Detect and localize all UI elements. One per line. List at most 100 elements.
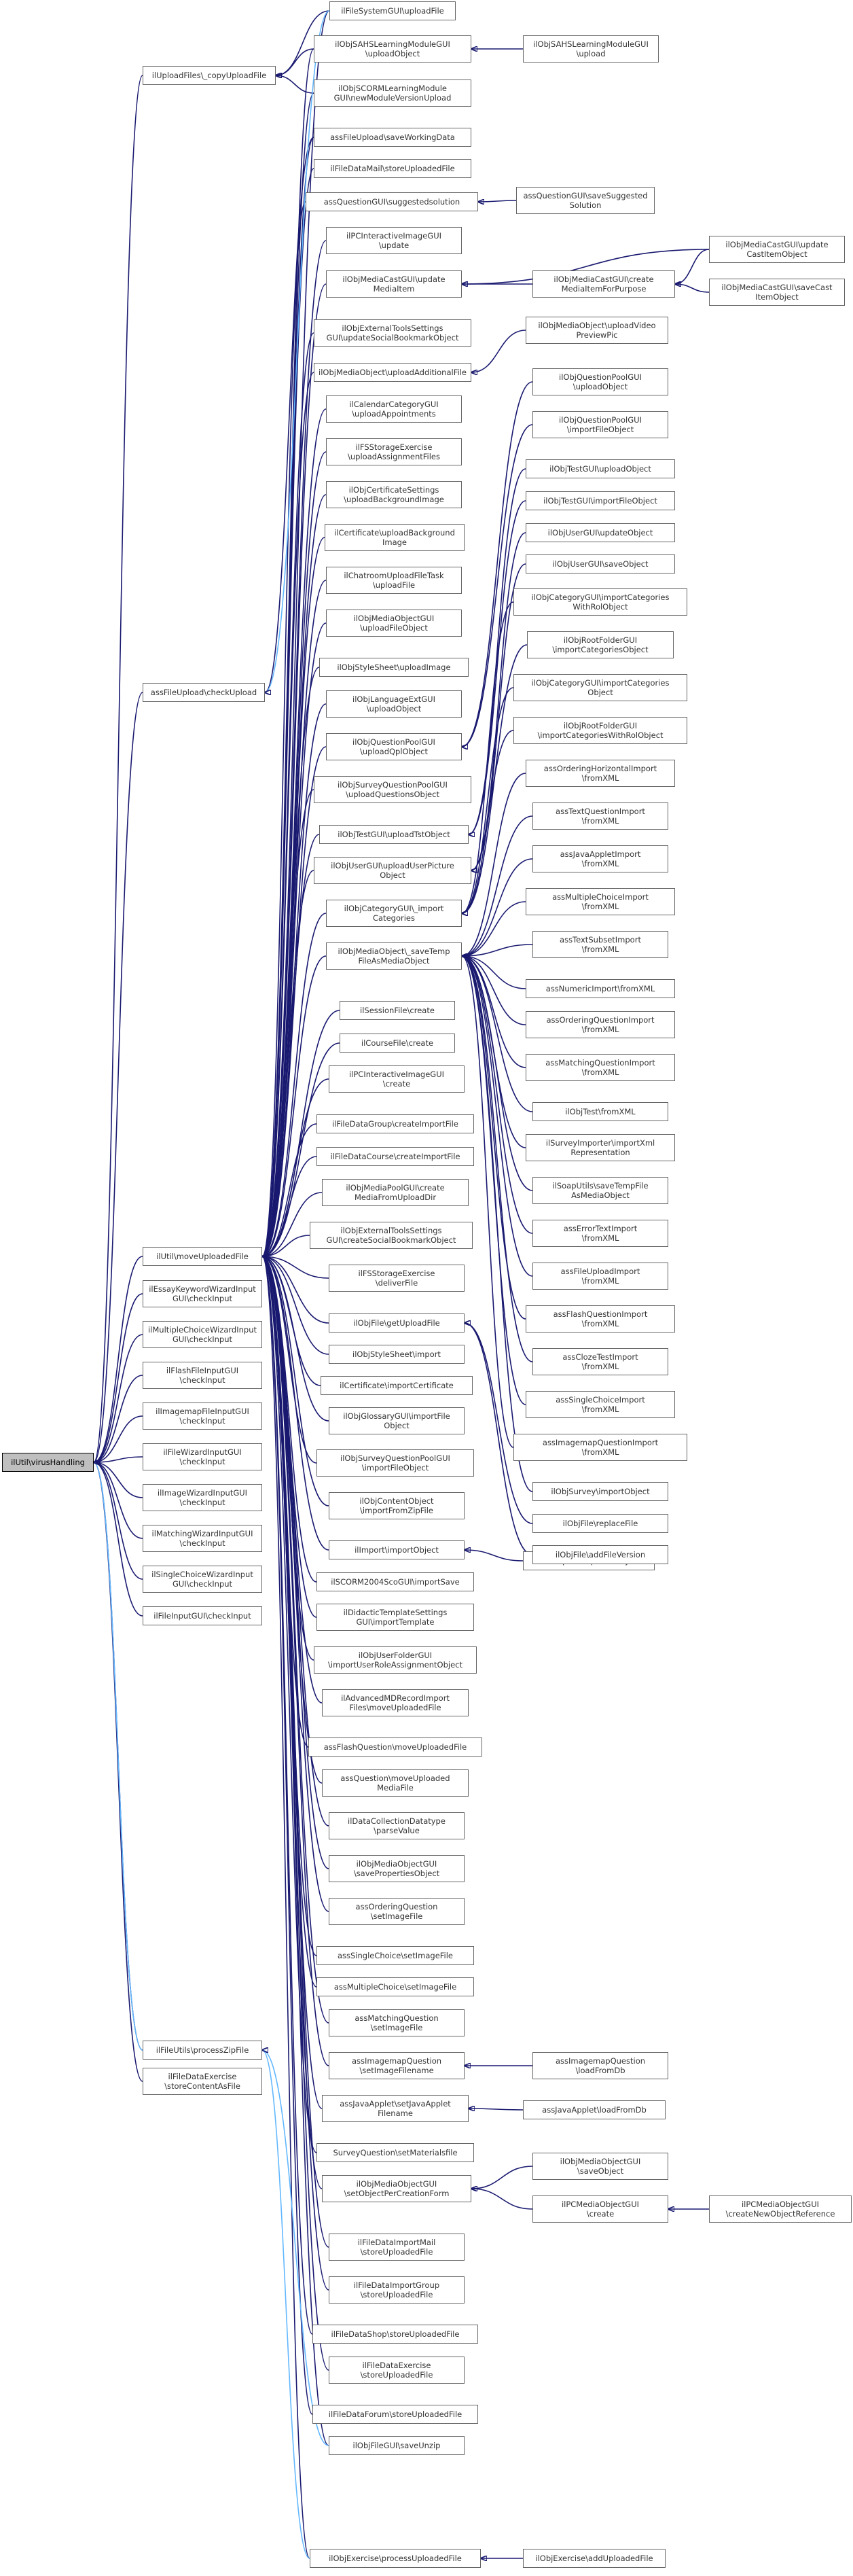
graph-node-surveyimport[interactable]: ilObjSurvey\importObject [532,1482,668,1501]
graph-node-pcmediacreate[interactable]: ilPCMediaObjectGUI \create [532,2195,668,2223]
graph-node-fdmailstore[interactable]: ilFileDataMail\storeUploadedFile [314,159,471,178]
graph-node-fdshop[interactable]: ilFileDataShop\storeUploadedFile [312,2325,478,2344]
graph-node-userpicture[interactable]: ilObjUserGUI\uploadUserPicture Object [314,857,471,884]
graph-node-catimport[interactable]: ilObjCategoryGUI\_import Categories [326,900,462,927]
graph-node-moveuploaded[interactable]: ilUtil\moveUploadedFile [143,1247,262,1266]
graph-node-mcsetimage[interactable]: assMultipleChoice\setImageFile [316,1977,474,1996]
graph-node-mcimport[interactable]: assMultipleChoiceImport \fromXML [526,888,675,915]
graph-node-rootimportcat[interactable]: ilObjRootFolderGUI \importCategoriesObje… [527,631,674,658]
graph-node-objfileguisave[interactable]: ilObjFileGUI\saveUnzip [329,2436,465,2455]
graph-node-orderinghoriz[interactable]: assOrderingHorizontalImport \fromXML [526,760,675,787]
graph-node-assqsuggested[interactable]: assQuestionGUI\suggestedsolution [306,192,478,211]
graph-node-objfileget[interactable]: ilObjFile\getUploadFile [329,1313,465,1333]
graph-node-scsetimage[interactable]: assSingleChoice\setImageFile [316,1946,474,1965]
graph-node-assfilesave[interactable]: assFileUpload\saveWorkingData [314,128,471,147]
graph-node-chatroom[interactable]: ilChatroomUploadFileTask \uploadFile [326,567,462,594]
graph-node-mediaobjupload[interactable]: ilObjMediaObject\uploadAdditionalFile [314,363,471,382]
graph-node-mediapool[interactable]: ilObjMediaPoolGUI\create MediaFromUpload… [322,1179,469,1206]
graph-node-fdexercise[interactable]: ilFileDataExercise \storeContentAsFile [143,2068,262,2095]
graph-node-exerciseadd[interactable]: ilObjExercise\addUploadedFile [523,2549,666,2568]
graph-node-userupdate[interactable]: ilObjUserGUI\updateObject [526,523,675,542]
graph-node-fdexercisestore[interactable]: ilFileDataExercise \storeUploadedFile [329,2357,465,2384]
graph-node-mcwizard[interactable]: ilMultipleChoiceWizardInput GUI\checkInp… [143,1321,262,1348]
graph-node-objfileaddfile[interactable]: ilObjFile\addFileVersion [532,1545,668,1564]
graph-node-fdforum[interactable]: ilFileDataForum\storeUploadedFile [312,2405,478,2424]
graph-node-didactic[interactable]: ilDidacticTemplateSettings GUI\importTem… [316,1604,474,1631]
graph-node-assqsave[interactable]: assQuestionGUI\saveSuggested Solution [516,187,655,214]
graph-node-checkupload[interactable]: assFileUpload\checkUpload [143,683,265,702]
graph-node-mediaobjsetper[interactable]: ilObjMediaObjectGUI \setObjectPerCreatio… [322,2175,471,2202]
graph-node-mcastupdcast[interactable]: ilObjMediaCastGUI\update CastItemObject [709,236,845,263]
graph-node-mediaobjsaveprops[interactable]: ilObjMediaObjectGUI \savePropertiesObjec… [329,1855,465,1882]
graph-node-orderingsetimage[interactable]: assOrderingQuestion \setImageFile [329,1898,465,1925]
graph-node-pcmedianew[interactable]: ilPCMediaObjectGUI \createNewObjectRefer… [709,2195,852,2223]
graph-node-pcinteractive[interactable]: ilPCInteractiveImageGUI \update [326,227,462,254]
graph-node-mediaobjvideo[interactable]: ilObjMediaObject\uploadVideo PreviewPic [526,317,668,344]
graph-node-imagemapload[interactable]: assImagemapQuestion \loadFromDb [532,2052,668,2079]
graph-node-testuploadobj[interactable]: ilObjTestGUI\uploadObject [526,459,675,478]
graph-node-testimportfile[interactable]: ilObjTestGUI\importFileObject [526,491,675,510]
graph-node-certimport[interactable]: ilCertificate\importCertificate [321,1376,473,1395]
graph-node-qpoolupobj[interactable]: ilObjQuestionPoolGUI \uploadObject [532,368,668,395]
graph-node-mcastupdate[interactable]: ilObjMediaCastGUI\update MediaItem [326,270,462,298]
graph-node-surveyqpool[interactable]: ilObjSurveyQuestionPoolGUI \uploadQuesti… [314,776,471,803]
graph-node-uploadfiles[interactable]: ilUploadFiles\_copyUploadFile [143,66,276,85]
graph-node-rootimportrol[interactable]: ilObjRootFolderGUI \importCategoriesWith… [513,717,687,744]
graph-node-mediaobjgui[interactable]: ilObjMediaObjectGUI \uploadFileObject [326,610,462,637]
graph-node-scwizard[interactable]: ilSingleChoiceWizardInput GUI\checkInput [143,1566,262,1593]
graph-node-mcastcreate[interactable]: ilObjMediaCastGUI\create MediaItemForPur… [532,270,675,298]
graph-node-testfromxml[interactable]: ilObjTest\fromXML [532,1102,668,1121]
graph-node-catimportobj[interactable]: ilObjCategoryGUI\importCategories Object [513,674,687,701]
graph-node-fsdeliver[interactable]: ilFSStorageExercise \deliverFile [329,1265,465,1292]
graph-node-exttools[interactable]: ilObjExternalToolsSettings GUI\updateSoc… [314,319,471,347]
graph-node-flashqimport[interactable]: assFlashQuestionImport \fromXML [526,1305,675,1333]
graph-node-systemupload[interactable]: ilFileSystemGUI\uploadFile [329,1,456,20]
graph-node-exttools2[interactable]: ilObjExternalToolsSettings GUI\createSoc… [310,1222,473,1249]
graph-node-surveyqpimport[interactable]: ilObjSurveyQuestionPoolGUI \importFileOb… [316,1449,474,1477]
graph-node-fdcourse[interactable]: ilFileDataCourse\createImportFile [316,1147,474,1166]
graph-node-fdimportmail[interactable]: ilFileDataImportMail \storeUploadedFile [329,2234,465,2261]
graph-node-scormnewver[interactable]: ilObjSCORMLearningModule GUI\newModuleVe… [314,80,471,107]
graph-node-fsstorage[interactable]: ilFSStorageExercise \uploadAssignmentFil… [326,438,462,465]
graph-node-javaappletimport[interactable]: assJavaAppletImport \fromXML [532,845,668,872]
graph-node-exerciseprocess[interactable]: ilObjExercise\processUploadedFile [310,2549,481,2568]
graph-node-pcinteractivecreate[interactable]: ilPCInteractiveImageGUI \create [329,1065,465,1093]
graph-node-stylesheet[interactable]: ilObjStyleSheet\uploadImage [319,658,469,677]
graph-node-surveyimporter[interactable]: ilSurveyImporter\importXml Representatio… [526,1134,675,1161]
graph-node-certsettings[interactable]: ilObjCertificateSettings \uploadBackgrou… [326,481,462,508]
graph-node-qpoolupload[interactable]: ilObjQuestionPoolGUI \uploadQplObject [326,733,462,760]
graph-node-sahsupload2[interactable]: ilObjSAHSLearningModuleGUI \upload [523,35,659,63]
graph-node-matchingwizard[interactable]: ilMatchingWizardInputGUI \checkInput [143,1525,262,1552]
graph-node-numeric[interactable]: assNumericImport\fromXML [526,979,675,998]
graph-node-stylesheetimport[interactable]: ilObjStyleSheet\import [329,1345,465,1364]
graph-node-testupload[interactable]: ilObjTestGUI\uploadTstObject [319,825,469,844]
graph-node-javaappletset[interactable]: assJavaApplet\setJavaApplet Filename [322,2095,469,2122]
graph-node-certbg[interactable]: ilCertificate\uploadBackground Image [325,524,465,551]
graph-node-usersave[interactable]: ilObjUserGUI\saveObject [526,554,675,574]
graph-node-orderingqimport[interactable]: assOrderingQuestionImport \fromXML [526,1011,675,1038]
graph-node-savetemp[interactable]: ilObjMediaObject\_saveTemp FileAsMediaOb… [326,942,462,970]
graph-node-glossary[interactable]: ilObjGlossaryGUI\importFile Object [329,1407,465,1434]
graph-node-mcastsave[interactable]: ilObjMediaCastGUI\saveCast ItemObject [709,279,845,306]
graph-node-objfilereplace[interactable]: ilObjFile\replaceFile [532,1514,668,1533]
graph-node-calendar[interactable]: ilCalendarCategoryGUI \uploadAppointment… [326,395,462,423]
graph-node-surveymaterials[interactable]: SurveyQuestion\setMaterialsfile [316,2143,474,2162]
graph-node-mediaobjsaveobj[interactable]: ilObjMediaObjectGUI \saveObject [532,2153,668,2180]
graph-node-contentobj[interactable]: ilObjContentObject \importFromZipFile [329,1492,465,1519]
graph-node-imagemapset[interactable]: assImagemapQuestion \setImageFilename [329,2052,465,2079]
graph-node-scimport[interactable]: assSingleChoiceImport \fromXML [526,1391,675,1418]
graph-node-sessionfile[interactable]: ilSessionFile\create [340,1001,455,1020]
graph-node-textsubset[interactable]: assTextSubsetImport \fromXML [532,931,668,958]
graph-node-javaappletload[interactable]: assJavaApplet\loadFromDb [523,2100,666,2119]
graph-node-imagemapfile[interactable]: ilImagemapFileInputGUI \checkInput [143,1402,262,1430]
graph-node-sahsupload[interactable]: ilObjSAHSLearningModuleGUI \uploadObject [314,35,471,63]
graph-node-userfolder[interactable]: ilObjUserFolderGUI \importUserRoleAssign… [314,1646,477,1674]
graph-node-catimportrol[interactable]: ilObjCategoryGUI\importCategories WithRo… [513,588,687,616]
graph-node-fdimportgroup[interactable]: ilFileDataImportGroup \storeUploadedFile [329,2276,465,2304]
graph-node-qpoolimportfile[interactable]: ilObjQuestionPoolGUI \importFileObject [532,411,668,438]
graph-node-matchingqimport[interactable]: assMatchingQuestionImport \fromXML [526,1054,675,1081]
graph-node-scorm2004[interactable]: ilSCORM2004ScoGUI\importSave [316,1572,474,1591]
graph-node-errortext[interactable]: assErrorTextImport \fromXML [532,1220,668,1247]
graph-node-fileinput[interactable]: ilFileInputGUI\checkInput [143,1606,262,1625]
graph-node-langext[interactable]: ilObjLanguageExtGUI \uploadObject [326,690,462,718]
